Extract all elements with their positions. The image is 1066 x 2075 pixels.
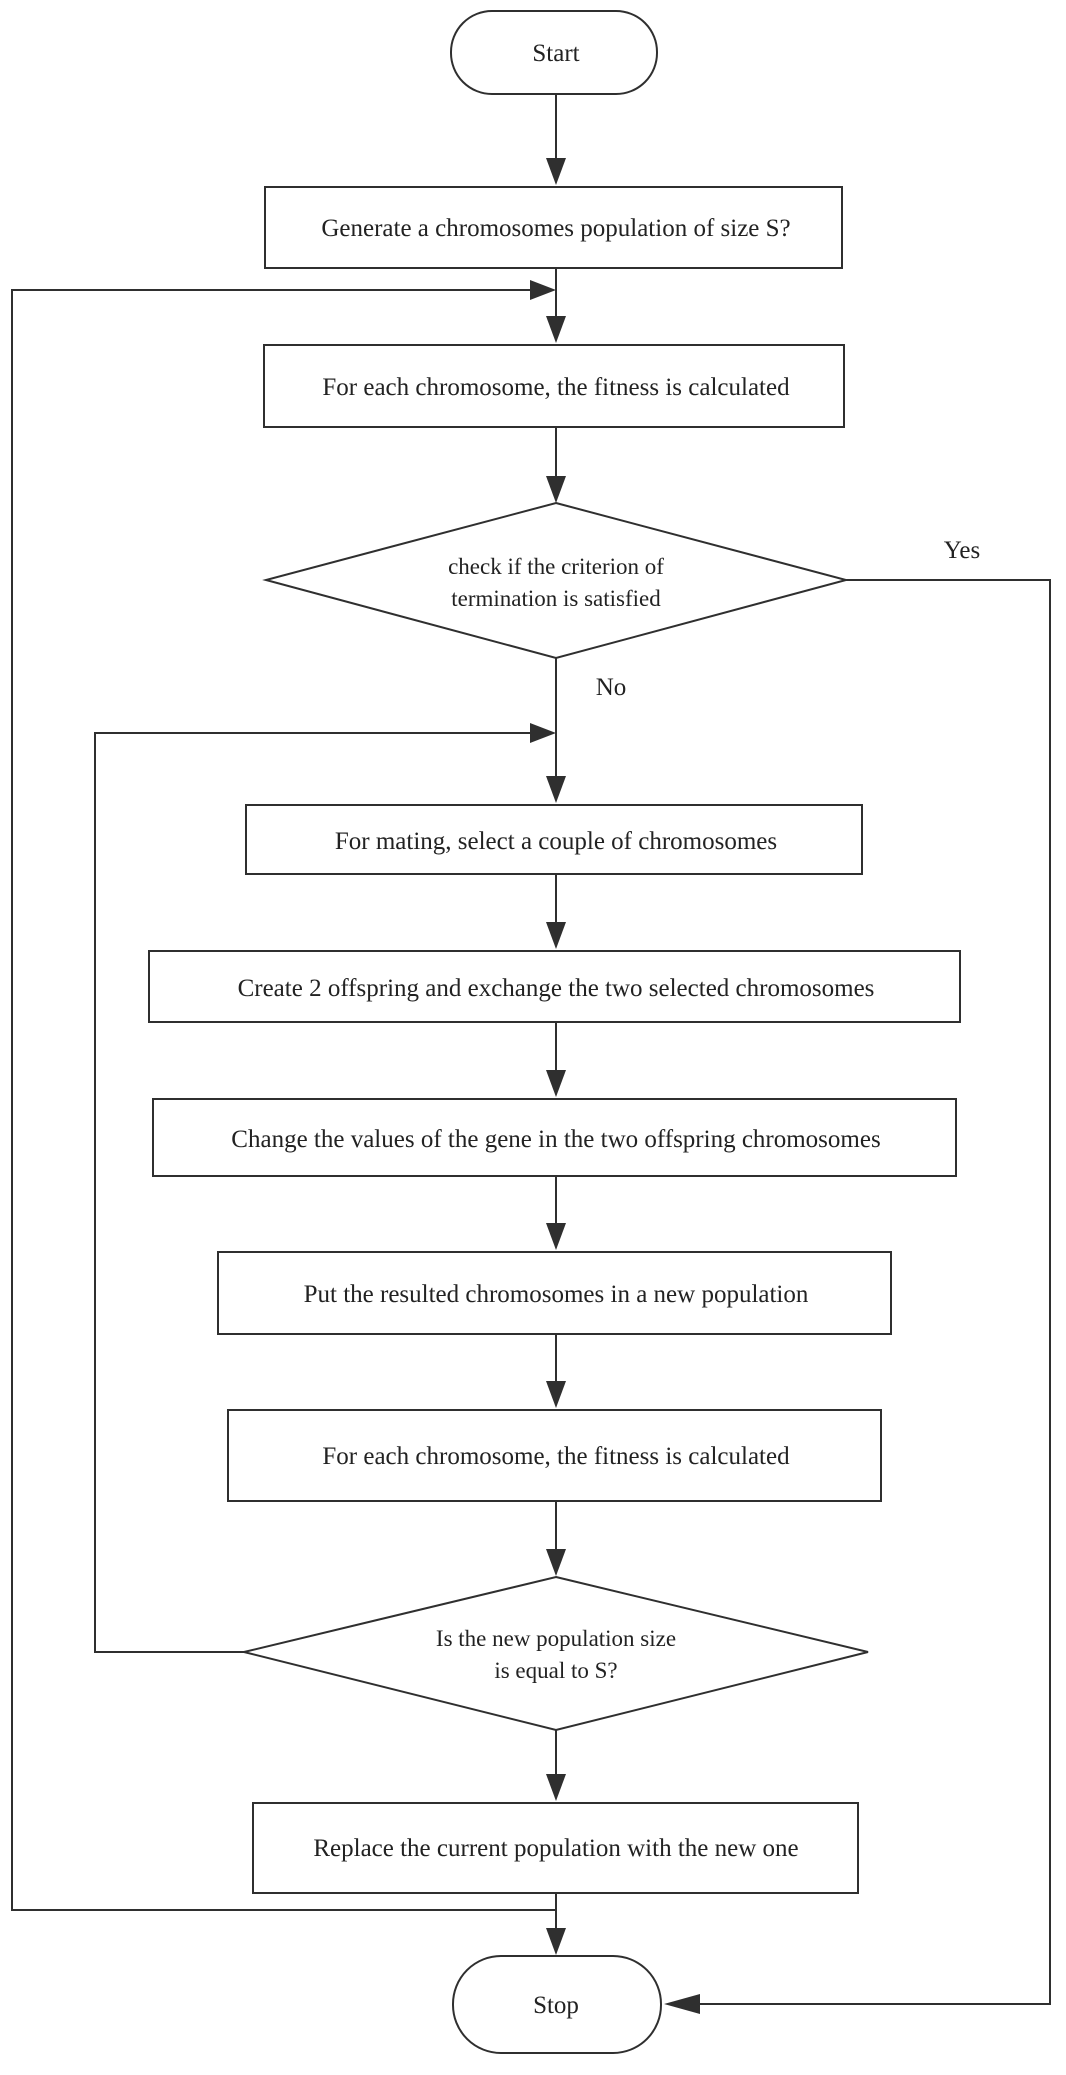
- connectors: [11, 94, 1051, 2014]
- stop-terminal: Stop: [452, 1955, 662, 2054]
- change-gene-box: Change the values of the gene in the two…: [152, 1098, 957, 1177]
- arrow-to-size: [546, 1549, 566, 1576]
- edge-check-yes: [690, 579, 1051, 2005]
- termination-check-line1: check if the criterion of: [448, 554, 664, 579]
- arrow-to-change: [546, 1070, 566, 1097]
- fitness-label-1: For each chromosome, the fitness is calc…: [322, 374, 790, 401]
- termination-check-line2: termination is satisfied: [451, 586, 661, 611]
- arrow-inner-loop: [530, 723, 556, 743]
- population-size-line1: Is the new population size: [436, 1626, 676, 1651]
- generate-population-box: Generate a chromosomes population of siz…: [264, 186, 843, 269]
- replace-population-label: Replace the current population with the …: [313, 1835, 798, 1862]
- arrow-to-generate: [546, 158, 566, 185]
- create-offspring-label: Create 2 offspring and exchange the two …: [238, 975, 875, 1002]
- edge-inner-loop: [94, 732, 540, 1653]
- arrow-to-fitness1: [546, 316, 566, 343]
- arrow-to-stop: [546, 1928, 566, 1955]
- start-terminal: Start: [450, 10, 658, 95]
- termination-check-decision: check if the criterion of termination is…: [262, 501, 850, 660]
- select-couple-label: For mating, select a couple of chromosom…: [335, 828, 777, 855]
- create-offspring-box: Create 2 offspring and exchange the two …: [148, 950, 961, 1023]
- fitness-box-2: For each chromosome, the fitness is calc…: [227, 1409, 882, 1502]
- generate-population-label: Generate a chromosomes population of siz…: [321, 215, 790, 242]
- no-label: No: [596, 674, 627, 701]
- new-population-box: Put the resulted chromosomes in a new po…: [217, 1251, 892, 1335]
- start-label: Start: [532, 40, 579, 67]
- edge-outer-loop: [11, 289, 556, 1911]
- yes-label: Yes: [944, 537, 980, 564]
- arrow-to-replace: [546, 1774, 566, 1801]
- arrow-to-fitness2: [546, 1381, 566, 1408]
- arrow-to-check: [546, 476, 566, 503]
- arrow-to-put: [546, 1223, 566, 1250]
- fitness-label-2: For each chromosome, the fitness is calc…: [322, 1443, 790, 1470]
- change-gene-label: Change the values of the gene in the two…: [231, 1126, 880, 1153]
- select-couple-box: For mating, select a couple of chromosom…: [245, 804, 863, 875]
- new-population-label: Put the resulted chromosomes in a new po…: [304, 1281, 809, 1308]
- arrow-to-create: [546, 922, 566, 949]
- replace-population-box: Replace the current population with the …: [252, 1802, 859, 1894]
- stop-label: Stop: [533, 1992, 579, 2019]
- arrow-outer-loop: [530, 280, 556, 300]
- population-size-line2: is equal to S?: [494, 1658, 617, 1683]
- arrow-yes-to-stop: [664, 1994, 700, 2014]
- population-size-decision: Is the new population size is equal to S…: [243, 1575, 869, 1732]
- fitness-box-1: For each chromosome, the fitness is calc…: [263, 344, 845, 428]
- arrow-to-select: [546, 776, 566, 803]
